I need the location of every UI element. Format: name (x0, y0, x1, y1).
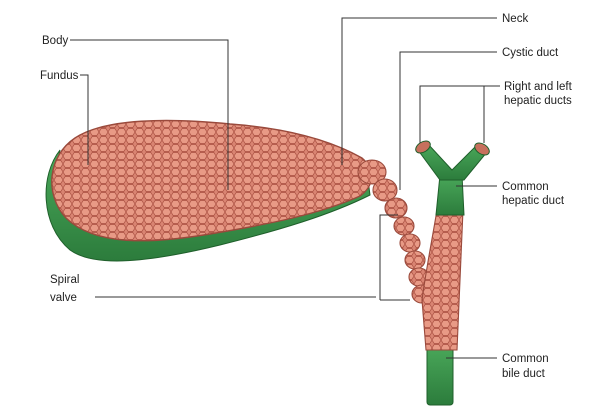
label-common-bile-line1: Common (502, 353, 549, 365)
label-common-bile-line2: bile duct (502, 368, 546, 380)
common-bile-duct (426, 344, 454, 406)
label-common-hepatic-line1: Common (502, 181, 549, 193)
spiral-valve (357, 159, 433, 304)
label-spiral-valve-line1: Spiral (50, 274, 79, 286)
label-cystic-duct: Cystic duct (502, 47, 559, 59)
common-duct-mucosa (421, 209, 464, 351)
label-body: Body (42, 35, 68, 47)
label-common-hepatic-line2: hepatic duct (502, 195, 565, 207)
label-right-left-hepatic-line1: Right and left (504, 81, 573, 93)
common-hepatic-duct (435, 174, 465, 216)
gallbladder-body (51, 119, 373, 242)
label-fundus: Fundus (40, 70, 79, 82)
label-right-left-hepatic-line2: hepatic ducts (504, 95, 572, 107)
leader-lines (70, 17, 500, 359)
left-hepatic-duct-opening (474, 142, 490, 156)
label-spiral-valve-line2: valve (50, 292, 77, 304)
label-neck: Neck (502, 13, 528, 25)
